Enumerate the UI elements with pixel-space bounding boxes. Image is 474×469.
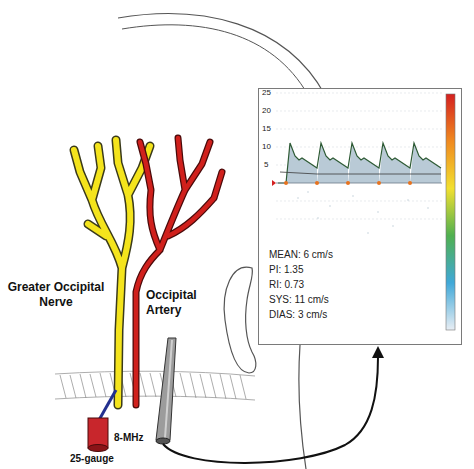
gridline bbox=[276, 129, 442, 130]
measurement-value: DIAS: 3 cm/s bbox=[269, 309, 327, 320]
baseline bbox=[276, 183, 442, 184]
gridline bbox=[276, 201, 442, 202]
muscle-hatching bbox=[55, 371, 255, 400]
head-outline bbox=[118, 14, 325, 95]
measurement-value: SYS: 11 cm/s bbox=[269, 294, 329, 305]
doppler-display: 25 20 15 10 5MEAN: 6 cm/sPI: 1.35RI: 0.73SYS… bbox=[258, 88, 462, 345]
muscle-fibers bbox=[60, 373, 246, 399]
mean-trace bbox=[280, 172, 441, 174]
probe-end bbox=[156, 438, 170, 444]
measurement-value: RI: 0.73 bbox=[269, 279, 304, 290]
noise-dot bbox=[367, 232, 369, 234]
gridline bbox=[276, 147, 442, 148]
noise-dot bbox=[407, 199, 409, 201]
needle-shaft bbox=[99, 390, 116, 420]
cycle-marker bbox=[315, 181, 319, 185]
scalp-line bbox=[122, 25, 308, 95]
axis-tick-label: 20 bbox=[262, 107, 271, 116]
gridlines bbox=[276, 93, 442, 219]
needle-label: 25-gauge bbox=[70, 451, 114, 466]
doppler-probe bbox=[156, 338, 176, 440]
syringe-hub-end bbox=[88, 445, 108, 452]
arrowhead bbox=[372, 346, 384, 358]
measurement-value: MEAN: 6 cm/s bbox=[269, 249, 333, 260]
display-ground bbox=[258, 88, 462, 345]
cable-arrow bbox=[163, 357, 378, 463]
noise-dot bbox=[329, 205, 331, 207]
spectral-waveform bbox=[278, 143, 441, 183]
spectral-noise bbox=[297, 191, 429, 234]
axis-tick-label: 5 bbox=[264, 161, 268, 170]
muscle-edge bbox=[55, 396, 255, 400]
cycle-markers bbox=[284, 181, 412, 185]
cycle-marker bbox=[346, 181, 350, 185]
muscle-edge bbox=[55, 371, 255, 376]
noise-dot bbox=[297, 197, 299, 199]
baseline-marker bbox=[272, 180, 276, 186]
noise-dot bbox=[392, 225, 394, 227]
nerve-label: Greater Occipital Nerve bbox=[2, 280, 110, 310]
ear-outline bbox=[224, 267, 256, 373]
color-bar bbox=[446, 94, 455, 330]
noise-dot bbox=[352, 195, 354, 197]
axis-tick-label: 10 bbox=[262, 143, 271, 152]
artery-label: Occipital Artery bbox=[146, 288, 208, 318]
measurement-value: PI: 1.35 bbox=[269, 264, 303, 275]
cycle-marker bbox=[408, 181, 412, 185]
artery-fill bbox=[136, 138, 222, 405]
noise-dot bbox=[427, 207, 429, 209]
probe-highlight bbox=[165, 340, 172, 438]
envelope-trace bbox=[278, 143, 441, 183]
probe-label: 8-MHz bbox=[114, 430, 143, 445]
cycle-marker bbox=[284, 181, 288, 185]
occipital-artery bbox=[136, 138, 222, 405]
noise-dot bbox=[377, 211, 379, 213]
axis-tick-label: 15 bbox=[262, 125, 271, 134]
artery-outline bbox=[136, 138, 222, 405]
cycle-marker bbox=[377, 181, 381, 185]
noise-dot bbox=[307, 191, 309, 193]
axis-tick-label: 25 bbox=[262, 89, 271, 98]
gridline bbox=[276, 111, 442, 112]
neck-outline bbox=[299, 345, 306, 469]
noise-dot bbox=[317, 217, 319, 219]
gridline bbox=[276, 93, 442, 94]
syringe-hub bbox=[88, 418, 108, 448]
gridline bbox=[276, 219, 442, 220]
